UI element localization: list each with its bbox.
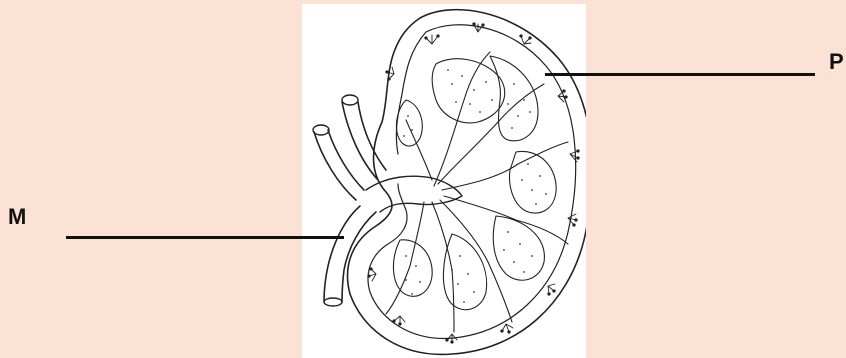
kidney-figure-panel (302, 4, 586, 358)
pyramid-1 (432, 59, 505, 123)
pyramid-7 (396, 100, 422, 146)
renal-vein-opening (313, 125, 329, 135)
renal-pelvis (366, 176, 462, 212)
renal-vein-tube (328, 130, 364, 190)
label-p: P (829, 51, 844, 73)
label-m: M (8, 206, 26, 228)
renal-artery-opening (342, 95, 358, 105)
ureter-tube-inner (342, 212, 376, 302)
kidney-illustration (302, 4, 586, 358)
pyramid-3 (510, 151, 557, 213)
label-m-leader-line (66, 236, 344, 239)
pyramid-6 (393, 240, 432, 297)
kidney-outer-outline (348, 10, 586, 355)
label-p-leader-line (545, 73, 815, 76)
pyramid-5 (443, 234, 486, 310)
renal-vein-tube-inner (314, 132, 356, 200)
pyramid-4 (493, 216, 544, 280)
renal-artery-tube (358, 102, 386, 170)
kidney-inner-upper-outline (396, 32, 426, 154)
pyramid-stippling (403, 69, 547, 303)
pyramid-2 (490, 56, 538, 141)
ureter-opening (324, 298, 342, 306)
